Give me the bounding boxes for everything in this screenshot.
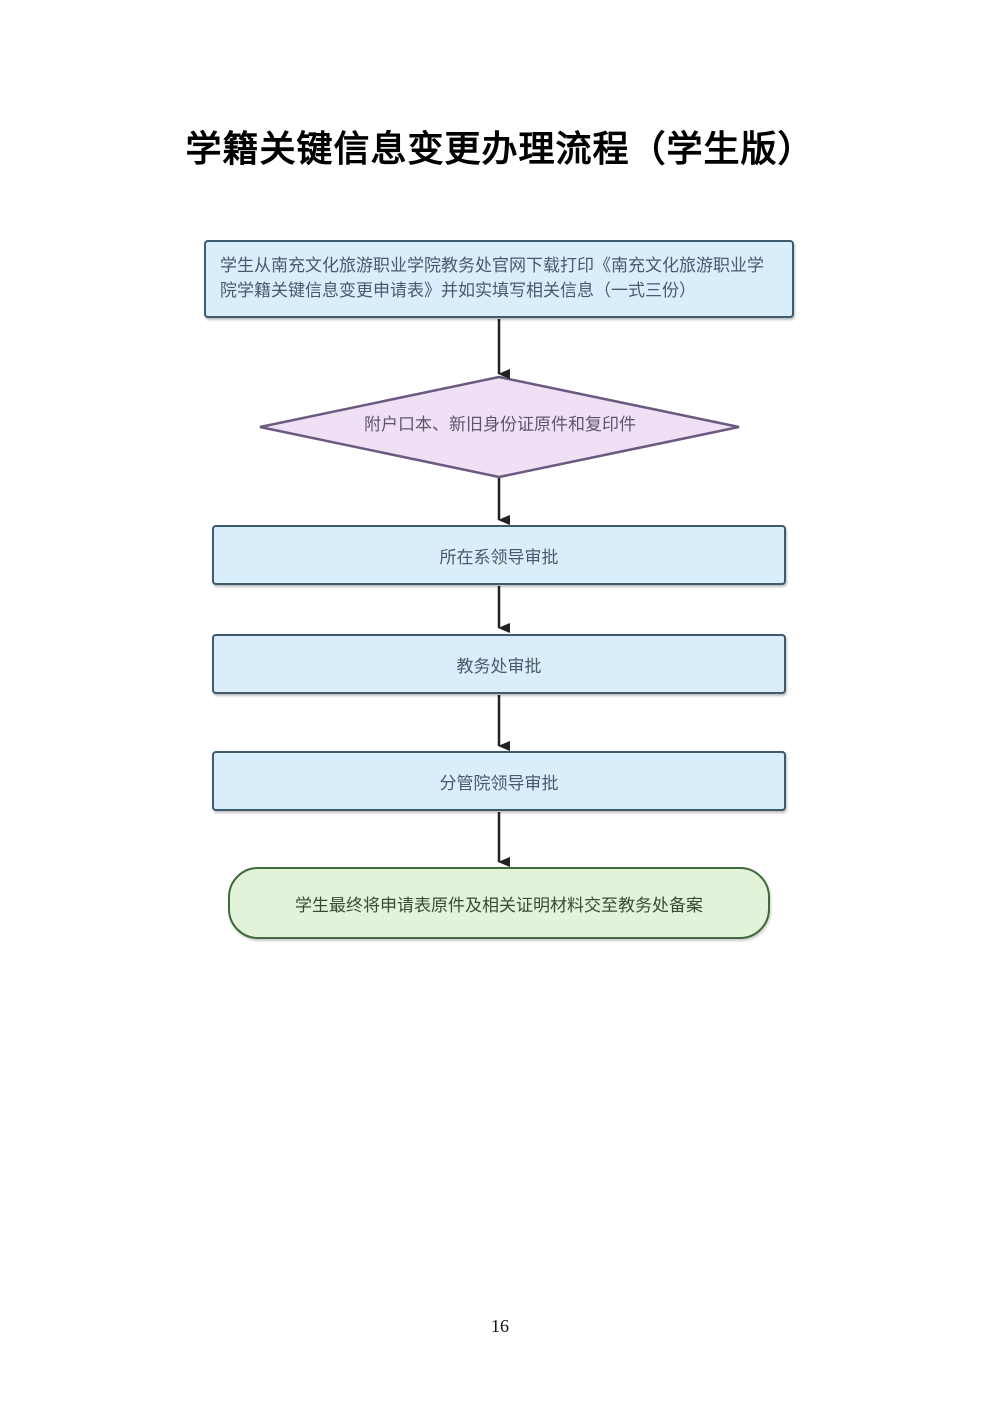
process-step-college-leader-approval: 分管院领导审批	[212, 751, 786, 811]
process-step-department-approval: 所在系领导审批	[212, 525, 786, 585]
terminal-step-file-records: 学生最终将申请表原件及相关证明材料交至教务处备案	[228, 867, 770, 939]
process-step-department-approval-label: 所在系领导审批	[439, 547, 559, 568]
document-title: 学籍关键信息变更办理流程（学生版）	[185, 129, 815, 170]
process-step-college-leader-approval-label: 分管院领导审批	[439, 773, 559, 794]
process-step-academic-affairs-approval-label: 教务处审批	[456, 656, 542, 677]
page-number: 16	[491, 1316, 509, 1336]
process-step-academic-affairs-approval: 教务处审批	[212, 634, 786, 694]
process-step-download-form-label: 学生从南充文化旅游职业学院教务处官网下载打印《南充文化旅游职业学院学籍关键信息变…	[220, 256, 764, 301]
terminal-step-file-records-label: 学生最终将申请表原件及相关证明材料交至教务处备案	[295, 895, 703, 916]
decision-attach-documents-label: 附户口本、新旧身份证原件和复印件	[364, 415, 636, 435]
decision-diamond-shape	[259, 375, 740, 479]
process-step-download-form: 学生从南充文化旅游职业学院教务处官网下载打印《南充文化旅游职业学院学籍关键信息变…	[204, 240, 794, 318]
